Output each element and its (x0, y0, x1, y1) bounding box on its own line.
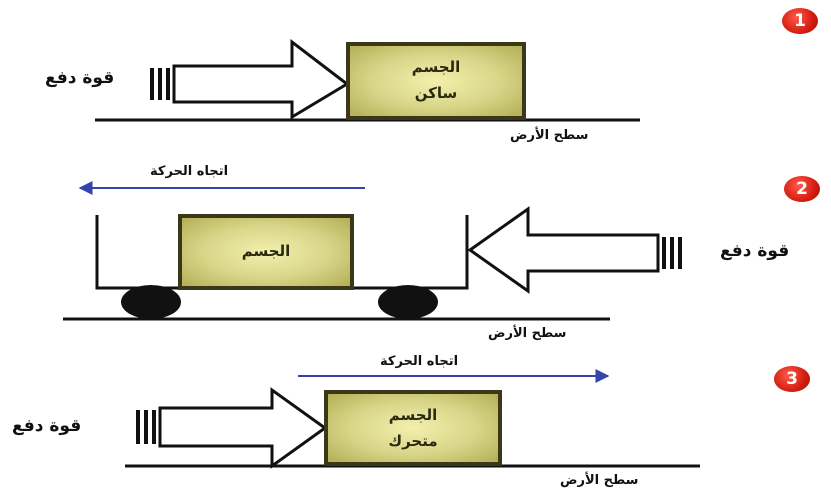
object-box-2 (178, 214, 354, 290)
wheel-left (121, 285, 181, 319)
object-label-1-line2: ساكن (414, 84, 458, 102)
push-force-label-1: قوة دفع (45, 68, 115, 88)
step-badge-3: 3 (774, 366, 810, 392)
object-label-1-line1: الجسم (411, 58, 461, 76)
panel-1 (95, 38, 640, 122)
ground-label-3: سطح الأرض (560, 473, 639, 488)
direction-label-2: اتجاه الحركة (150, 164, 229, 179)
push-force-label-2: قوة دفع (720, 241, 790, 261)
object-label-1: الجسم ساكن (348, 54, 524, 106)
push-force-arrow-3 (136, 387, 328, 469)
object-label-3-line2: متحرك (388, 432, 438, 450)
direction-label-3: اتجاه الحركة (380, 354, 459, 369)
push-force-arrow-2 (467, 206, 682, 294)
step-badge-2: 2 (784, 176, 820, 202)
object-box-3 (324, 390, 502, 466)
wheel-right (378, 285, 438, 319)
object-label-3: الجسم متحرك (326, 402, 500, 454)
object-label-3-line1: الجسم (388, 406, 438, 424)
push-force-arrow-1 (150, 38, 350, 120)
ground-label-1: سطح الأرض (510, 128, 589, 143)
panel-3 (125, 369, 700, 469)
object-box-1 (346, 42, 526, 120)
push-force-label-3: قوة دفع (12, 416, 82, 436)
step-badge-1: 1 (782, 8, 818, 34)
panel-2 (63, 181, 682, 321)
object-label-2: الجسم (241, 242, 291, 260)
ground-label-2: سطح الأرض (488, 326, 567, 341)
